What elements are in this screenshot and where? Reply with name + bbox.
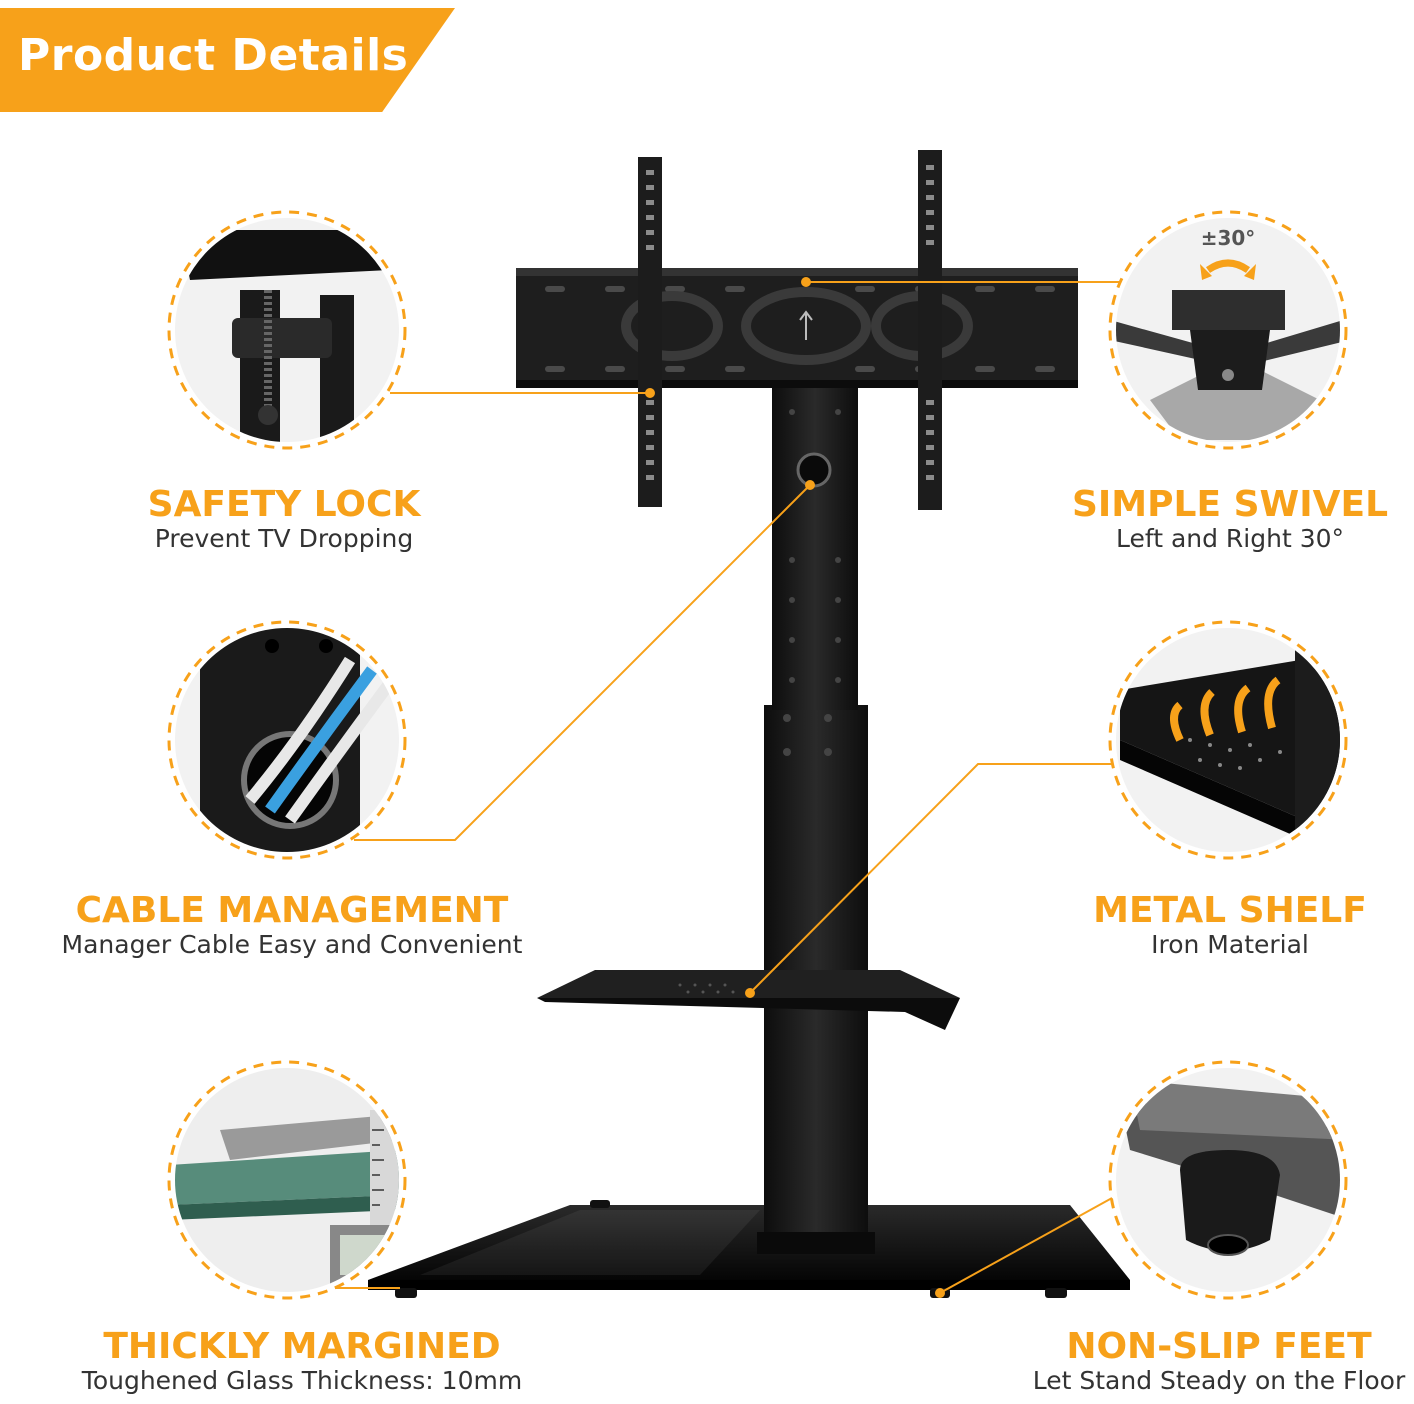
detail-circle-metal-shelf bbox=[1108, 620, 1348, 860]
mounting-plate bbox=[516, 268, 1078, 388]
feature-subtitle: Iron Material bbox=[1151, 930, 1309, 959]
swivel-arrow-icon bbox=[1205, 259, 1251, 273]
swivel-angle-label: ±30° bbox=[1201, 226, 1256, 250]
feature-simple-swivel: SIMPLE SWIVEL Left and Right 30° bbox=[1030, 486, 1414, 554]
feature-subtitle: Left and Right 30° bbox=[1115, 524, 1345, 553]
feature-subtitle: Prevent TV Dropping bbox=[154, 524, 414, 553]
feature-title: SAFETY LOCK bbox=[147, 484, 421, 525]
detail-circle-thickly-margined bbox=[167, 1060, 407, 1300]
feature-thickly-margined: THICKLY MARGINED Toughened Glass Thickne… bbox=[52, 1328, 552, 1396]
feature-safety-lock: SAFETY LOCK Prevent TV Dropping bbox=[84, 486, 484, 554]
feature-title: NON-SLIP FEET bbox=[1066, 1326, 1372, 1367]
feature-title: SIMPLE SWIVEL bbox=[1071, 484, 1389, 525]
detail-circle-cable-management bbox=[167, 620, 407, 860]
vesa-arms bbox=[638, 150, 942, 510]
detail-circle-simple-swivel: ±30° bbox=[1108, 210, 1348, 450]
product-details-banner bbox=[0, 8, 455, 112]
glass-base bbox=[368, 1200, 1130, 1298]
feature-title: THICKLY MARGINED bbox=[103, 1326, 501, 1367]
detail-circle-non-slip-feet bbox=[1108, 1060, 1348, 1300]
feature-subtitle: Let Stand Steady on the Floor bbox=[1032, 1366, 1406, 1395]
tv-stand bbox=[368, 150, 1130, 1298]
metal-shelf-plate bbox=[537, 970, 960, 1030]
detail-circle-safety-lock bbox=[167, 210, 407, 450]
feature-non-slip-feet: NON-SLIP FEET Let Stand Steady on the Fl… bbox=[1024, 1328, 1414, 1396]
leader-cable-management bbox=[354, 484, 811, 841]
heat-vent-arrows-icon bbox=[1170, 676, 1281, 742]
banner-title: Product Details bbox=[18, 30, 409, 81]
feature-metal-shelf: METAL SHELF Iron Material bbox=[1030, 892, 1414, 960]
leader-metal-shelf bbox=[749, 763, 1112, 994]
leader-non-slip-feet bbox=[939, 1197, 1113, 1294]
leader-lines bbox=[335, 277, 1120, 1298]
upper-pole bbox=[772, 385, 858, 710]
feature-title: METAL SHELF bbox=[1093, 890, 1367, 931]
feature-subtitle: Manager Cable Easy and Convenient bbox=[61, 930, 523, 959]
feature-cable-management: CABLE MANAGEMENT Manager Cable Easy and … bbox=[42, 892, 542, 960]
feature-title: CABLE MANAGEMENT bbox=[75, 890, 509, 931]
feature-subtitle: Toughened Glass Thickness: 10mm bbox=[81, 1366, 523, 1395]
